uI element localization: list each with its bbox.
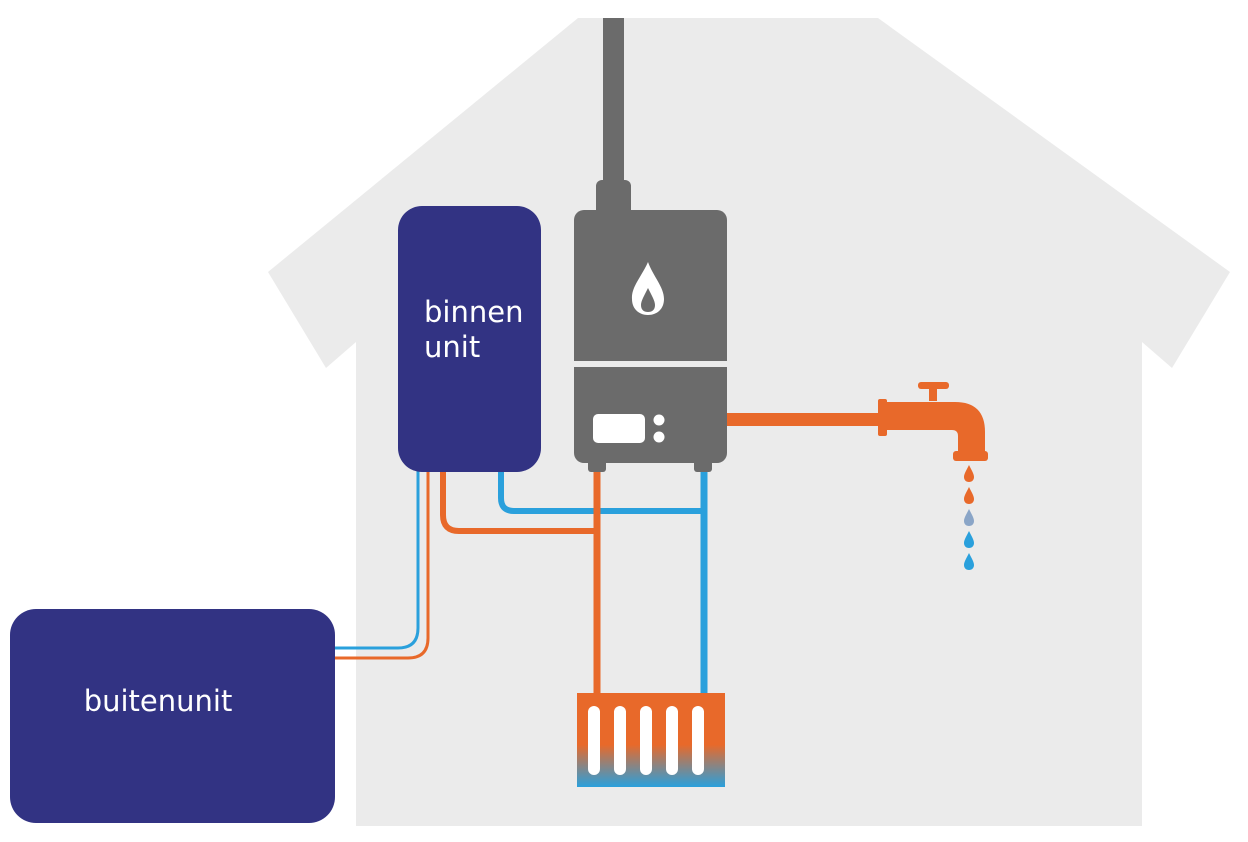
indoor-unit-label-line2: unit <box>424 330 480 364</box>
water-drop-icon <box>964 531 974 548</box>
water-drop-icon <box>964 509 974 526</box>
faucet-icon <box>878 382 988 461</box>
hot-water-pipe <box>726 413 882 426</box>
boiler-button-top <box>653 414 665 426</box>
outdoor-connection-pipes <box>334 470 430 660</box>
flue-pipe <box>596 18 631 216</box>
indoor-unit-label-line1: binnen <box>424 295 523 329</box>
indoor-to-boiler-pipes <box>440 470 704 534</box>
water-drop-icon <box>964 465 974 482</box>
boiler-button-bottom <box>653 431 665 443</box>
boiler <box>574 210 727 472</box>
outdoor-unit: buitenunit <box>10 609 335 823</box>
radiator <box>577 693 725 787</box>
water-drop-icon <box>964 487 974 504</box>
water-drop-icon <box>964 553 974 570</box>
boiler-display <box>593 414 645 443</box>
flame-icon <box>631 262 664 315</box>
radiator-pipes <box>593 462 708 696</box>
indoor-unit: binnen unit <box>398 206 541 472</box>
outdoor-unit-label: buitenunit <box>84 684 233 718</box>
water-drops <box>964 465 974 570</box>
